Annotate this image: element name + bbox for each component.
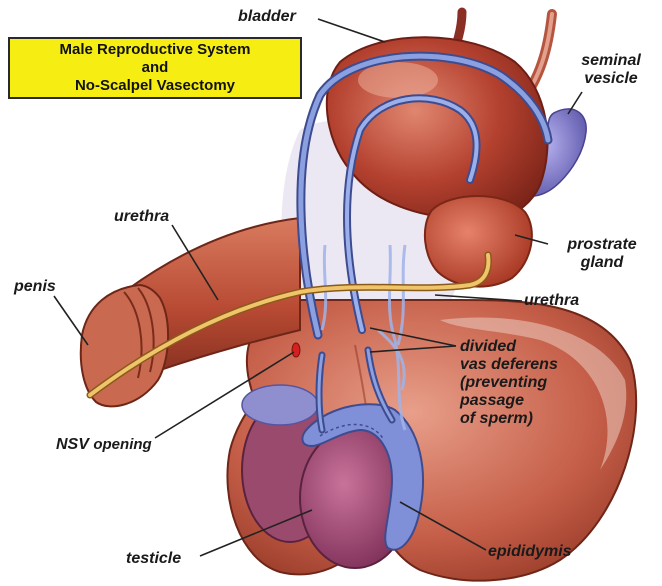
label-divided-vas-deferens: divided vas deferens (preventing passage… <box>460 338 620 428</box>
label-prostate-line1: prostrate <box>550 236 654 254</box>
label-divided-line1: divided <box>460 338 620 356</box>
label-prostate-gland: prostrate gland <box>550 236 654 272</box>
title-line-2: and <box>142 59 169 77</box>
label-divided-line4: passage <box>460 392 620 410</box>
label-nsv-opening: NSV opening <box>56 436 152 454</box>
label-seminal-vesicle-line1: seminal <box>566 52 656 70</box>
label-seminal-vesicle-line2: vesicle <box>566 70 656 88</box>
prostate-gland <box>425 196 532 287</box>
label-divided-line2: vas deferens <box>460 356 620 374</box>
label-nsv-rest: opening <box>93 436 151 453</box>
label-nsv-bold: NSV <box>56 436 89 453</box>
label-bladder: bladder <box>238 8 296 26</box>
title-line-3: No-Scalpel Vasectomy <box>75 77 235 95</box>
nsv-opening <box>292 343 300 357</box>
label-urethra-top: urethra <box>114 208 169 226</box>
label-prostate-line2: gland <box>550 254 654 272</box>
label-seminal-vesicle: seminal vesicle <box>566 52 656 88</box>
label-divided-line5: of sperm) <box>460 410 620 428</box>
label-epididymis: epididymis <box>488 543 572 561</box>
title-line-1: Male Reproductive System <box>60 41 251 59</box>
label-testicle: testicle <box>126 550 181 568</box>
label-divided-line3: (preventing <box>460 374 620 392</box>
label-urethra-right: urethra <box>524 292 579 310</box>
title-box: Male Reproductive System and No-Scalpel … <box>8 37 302 99</box>
label-penis: penis <box>14 278 56 296</box>
